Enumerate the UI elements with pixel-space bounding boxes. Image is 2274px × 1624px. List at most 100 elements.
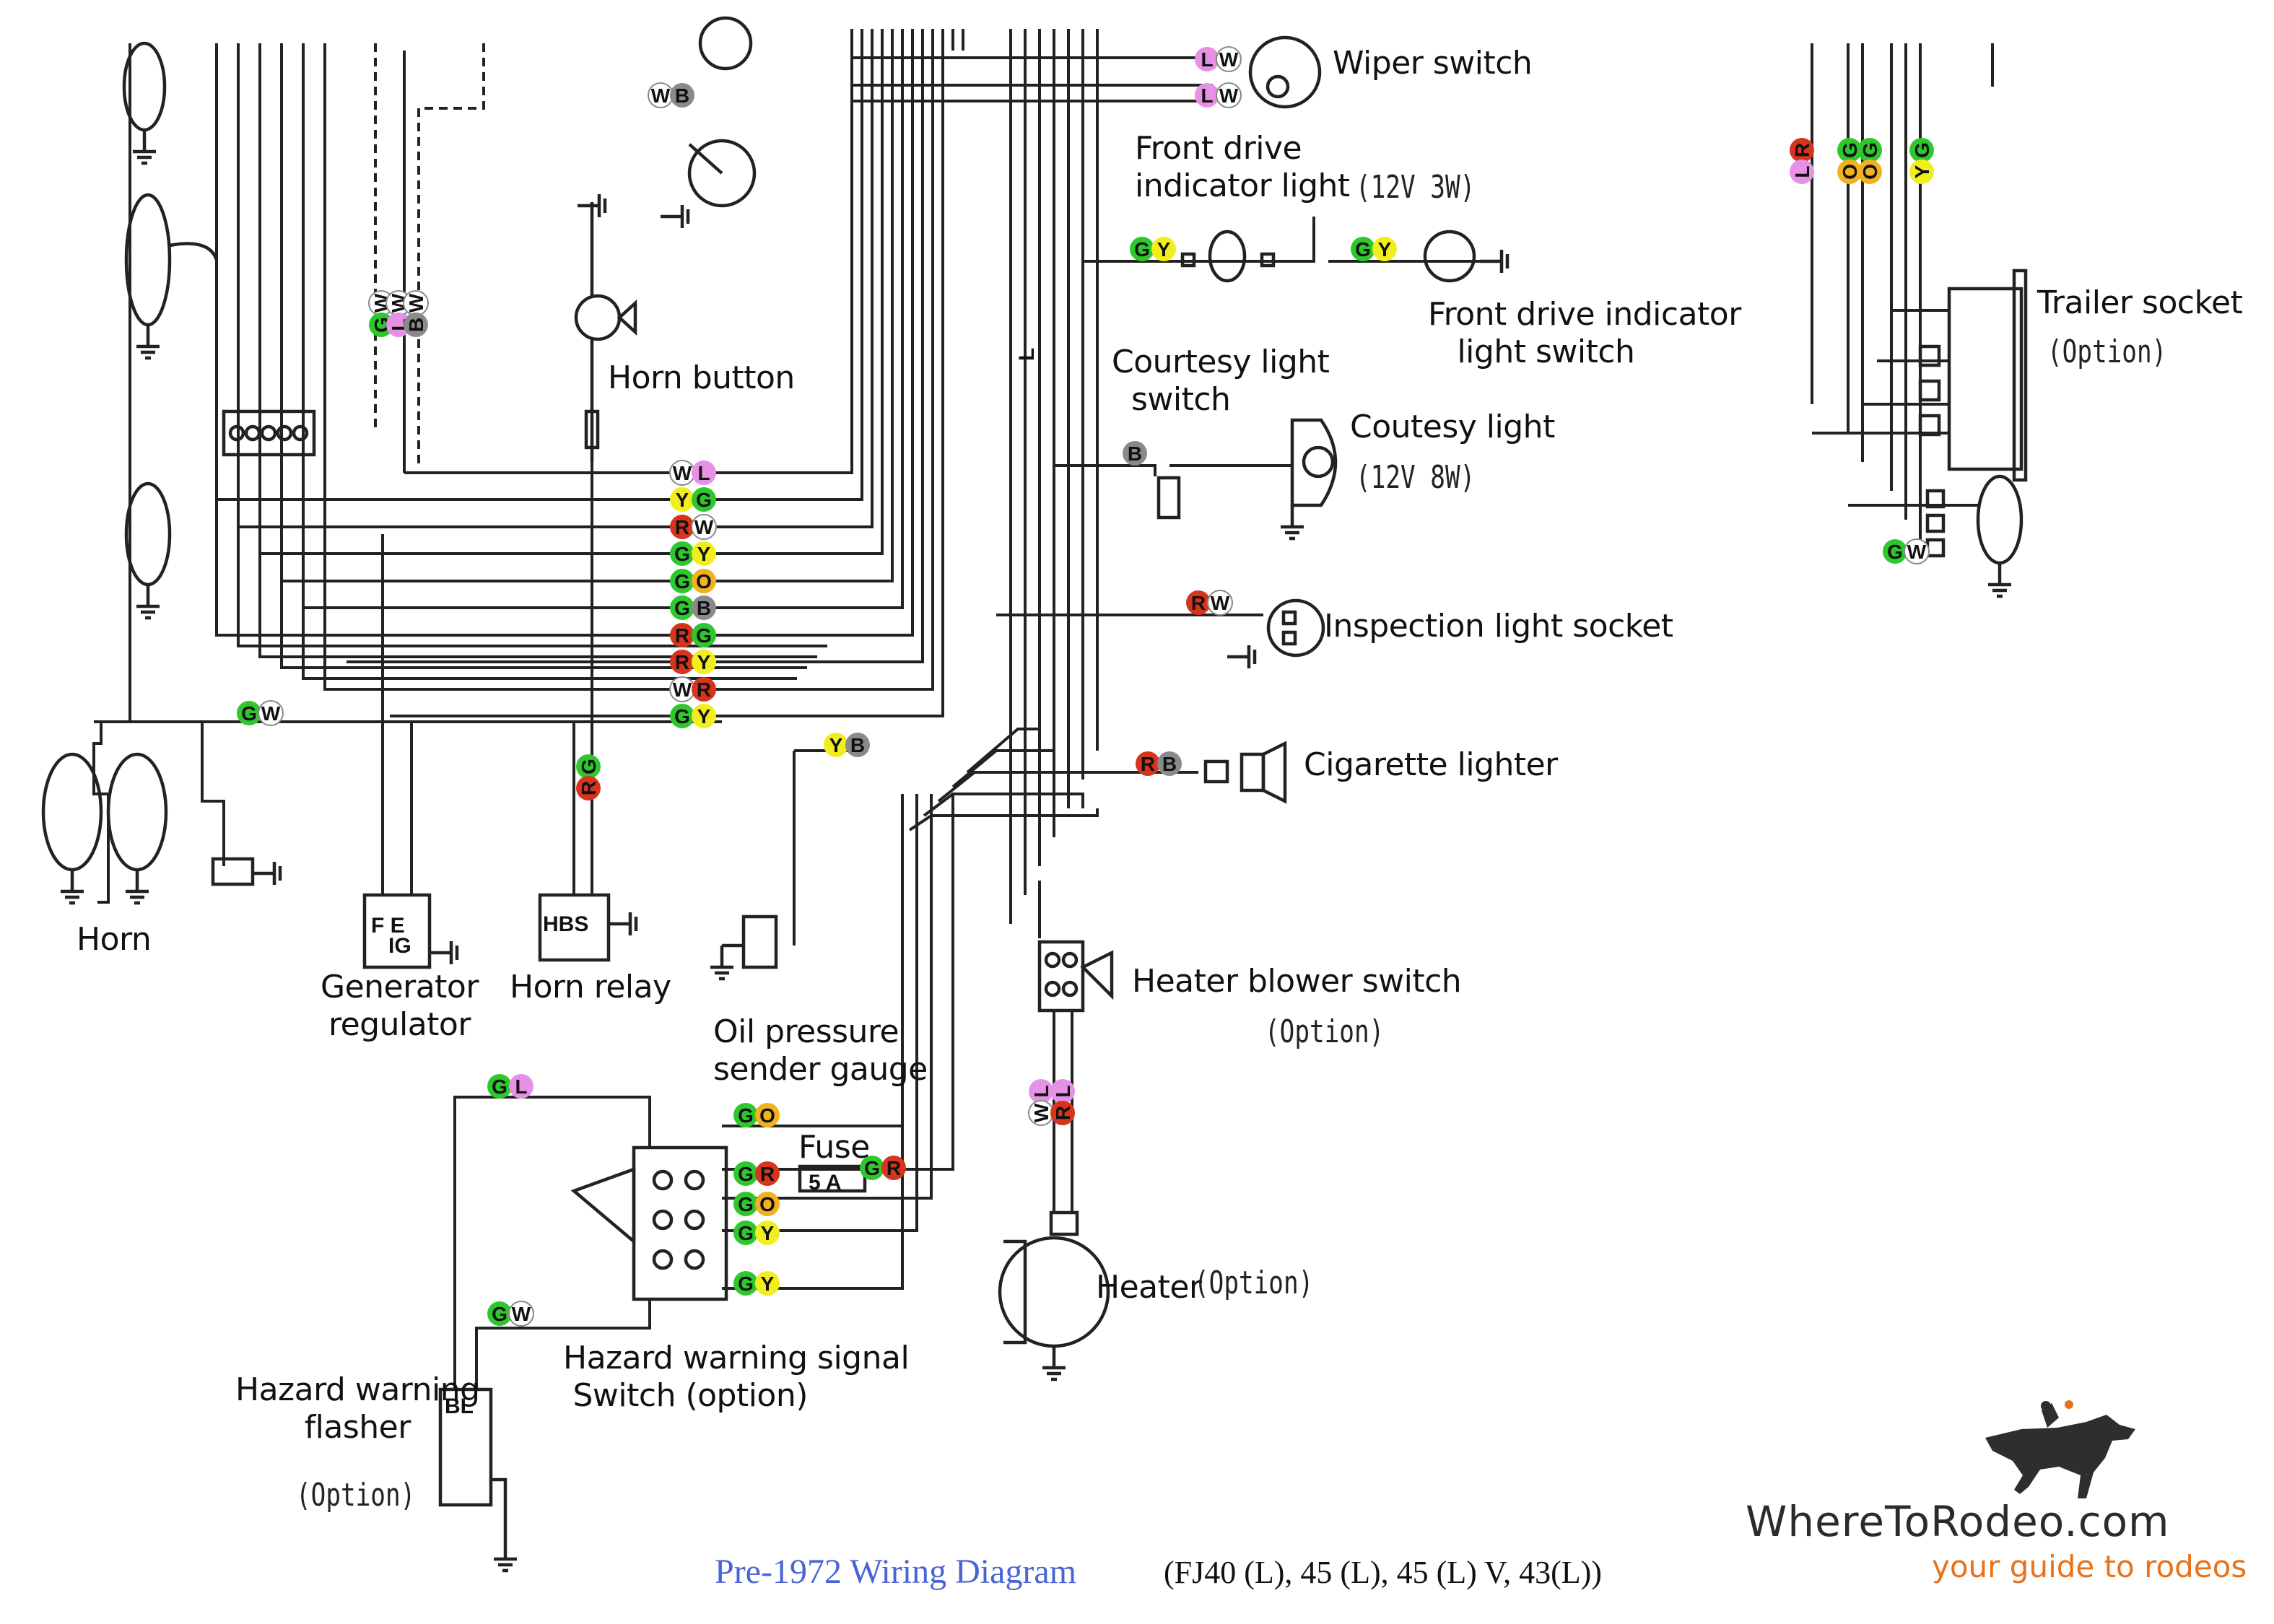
hazard-wire [453, 1096, 651, 1389]
fuse-icon [798, 1164, 867, 1193]
wire-code-dot [692, 704, 716, 728]
left-harness-wire [280, 43, 807, 669]
wire-code-dot [755, 1271, 780, 1296]
front-drive-switch-icon [1423, 230, 1476, 283]
wire-code-dot [1207, 590, 1233, 616]
wire-code-letter: Y [697, 705, 711, 728]
wire-code-letter: W [694, 516, 714, 538]
hazard-wire [475, 1299, 651, 1389]
label-front-drive-rating: (12V 3W) [1356, 169, 1476, 206]
wire-code-dot [1216, 82, 1242, 108]
wire-code-dot [1123, 441, 1147, 466]
wiper-motor-icon [688, 143, 723, 175]
wire-code-dot [386, 313, 411, 337]
socket-pin-icon [1918, 414, 1941, 437]
wire-code-letter: Y [829, 734, 843, 756]
horn-button-icon [574, 294, 622, 341]
socket-pin-icon [1281, 610, 1297, 626]
left-harness-wire [323, 43, 787, 691]
heater-motor-icon [998, 1236, 1110, 1348]
cigarette-lighter-icon [1261, 741, 1287, 804]
wire-code-letter: B [1128, 442, 1142, 465]
wire-code-dot [692, 595, 716, 620]
wire-code-dot [487, 1301, 512, 1326]
wire-code-trailer-rl: RL [1790, 138, 1814, 184]
hazard-switch-icon [632, 1145, 728, 1301]
lower-trunk-wire [966, 728, 1041, 808]
wire-code-letter: G [1859, 142, 1881, 158]
label-inspection-light-socket: Inspection light socket [1324, 608, 1673, 645]
wire-code-dot [487, 1074, 512, 1099]
headlamp-icon [124, 193, 172, 327]
front-drive-lamp-icon [1208, 230, 1247, 283]
wire-code-dot [1186, 590, 1211, 615]
bus-wire [404, 51, 853, 474]
label-trailer-option: (Option) [2047, 333, 2167, 370]
wire-code-dot [670, 83, 694, 108]
wire-code-heater-lr: LR [1050, 1079, 1075, 1125]
wire-code-trailer-go: GO [1837, 138, 1862, 184]
wire-code-letter: G [738, 1193, 754, 1215]
courtesy-wire [1054, 464, 1156, 476]
wire-code-dot [670, 623, 694, 647]
courtesy-light-icon [1302, 445, 1335, 479]
wire-code-letter: W [1211, 592, 1230, 614]
horn-button-icon [617, 299, 637, 336]
connector-icon [1260, 252, 1276, 268]
wire-code-dot [733, 1161, 758, 1186]
wire-code-letter: W [651, 84, 671, 107]
wire-code-letter: W [1219, 48, 1239, 71]
wire-code-letter: O [759, 1193, 775, 1215]
wire-code-dot [1909, 138, 1934, 162]
wire-code-dot [369, 313, 393, 337]
wire-code-letter: O [696, 570, 712, 593]
wire-code-dot [1050, 1101, 1075, 1125]
headlamp-lead-icon [169, 242, 219, 261]
label-fuse: Fuse [798, 1129, 870, 1166]
wire-code-heater-lw: LW [1028, 1079, 1054, 1126]
switch-pin-icon [652, 1249, 674, 1270]
wire-code-letter: G [492, 1075, 507, 1098]
socket-pin-icon [1918, 344, 1941, 367]
heater-blower-switch-icon [1080, 950, 1114, 1000]
label-horn-relay: Horn relay [510, 969, 671, 1005]
wire-code-letter: G [738, 1163, 754, 1185]
wire-code-letter: G [1911, 142, 1933, 158]
fuse-rating: 5 A [809, 1171, 842, 1195]
washer-icon [698, 16, 753, 71]
connector-icon [1180, 252, 1196, 268]
wire-code-letter: G [738, 1104, 754, 1127]
wire-code-letter: Y [1157, 238, 1171, 261]
horn-relay-icon [538, 893, 611, 962]
wire-code-dot [692, 650, 716, 674]
bus-wire [260, 51, 884, 555]
label-wiper-switch: Wiper switch [1333, 45, 1533, 82]
wire-code-dot [1130, 237, 1154, 261]
label-cigarette-lighter: Cigarette lighter [1304, 746, 1558, 783]
wire-code-dot [576, 754, 601, 779]
wire-code-dot [755, 1161, 780, 1186]
wire-code-dot [1883, 539, 1907, 564]
wire-code-dot [1857, 138, 1882, 162]
wire-code-dot [509, 1074, 533, 1099]
wire-code-letter: W [405, 293, 427, 313]
label-hazard-switch: Hazard warning signal Switch (option) [563, 1340, 910, 1414]
lower-trunk-wire [951, 749, 1055, 808]
wire-code-letter: R [1791, 143, 1813, 157]
switch-pin-icon [1061, 951, 1079, 969]
wire-code-dot [824, 733, 848, 757]
wire-code-dot [733, 1271, 758, 1296]
switch-pin-icon [684, 1209, 705, 1231]
connector-pin-icon [244, 424, 261, 442]
label-horn-button: Horn button [608, 359, 795, 396]
